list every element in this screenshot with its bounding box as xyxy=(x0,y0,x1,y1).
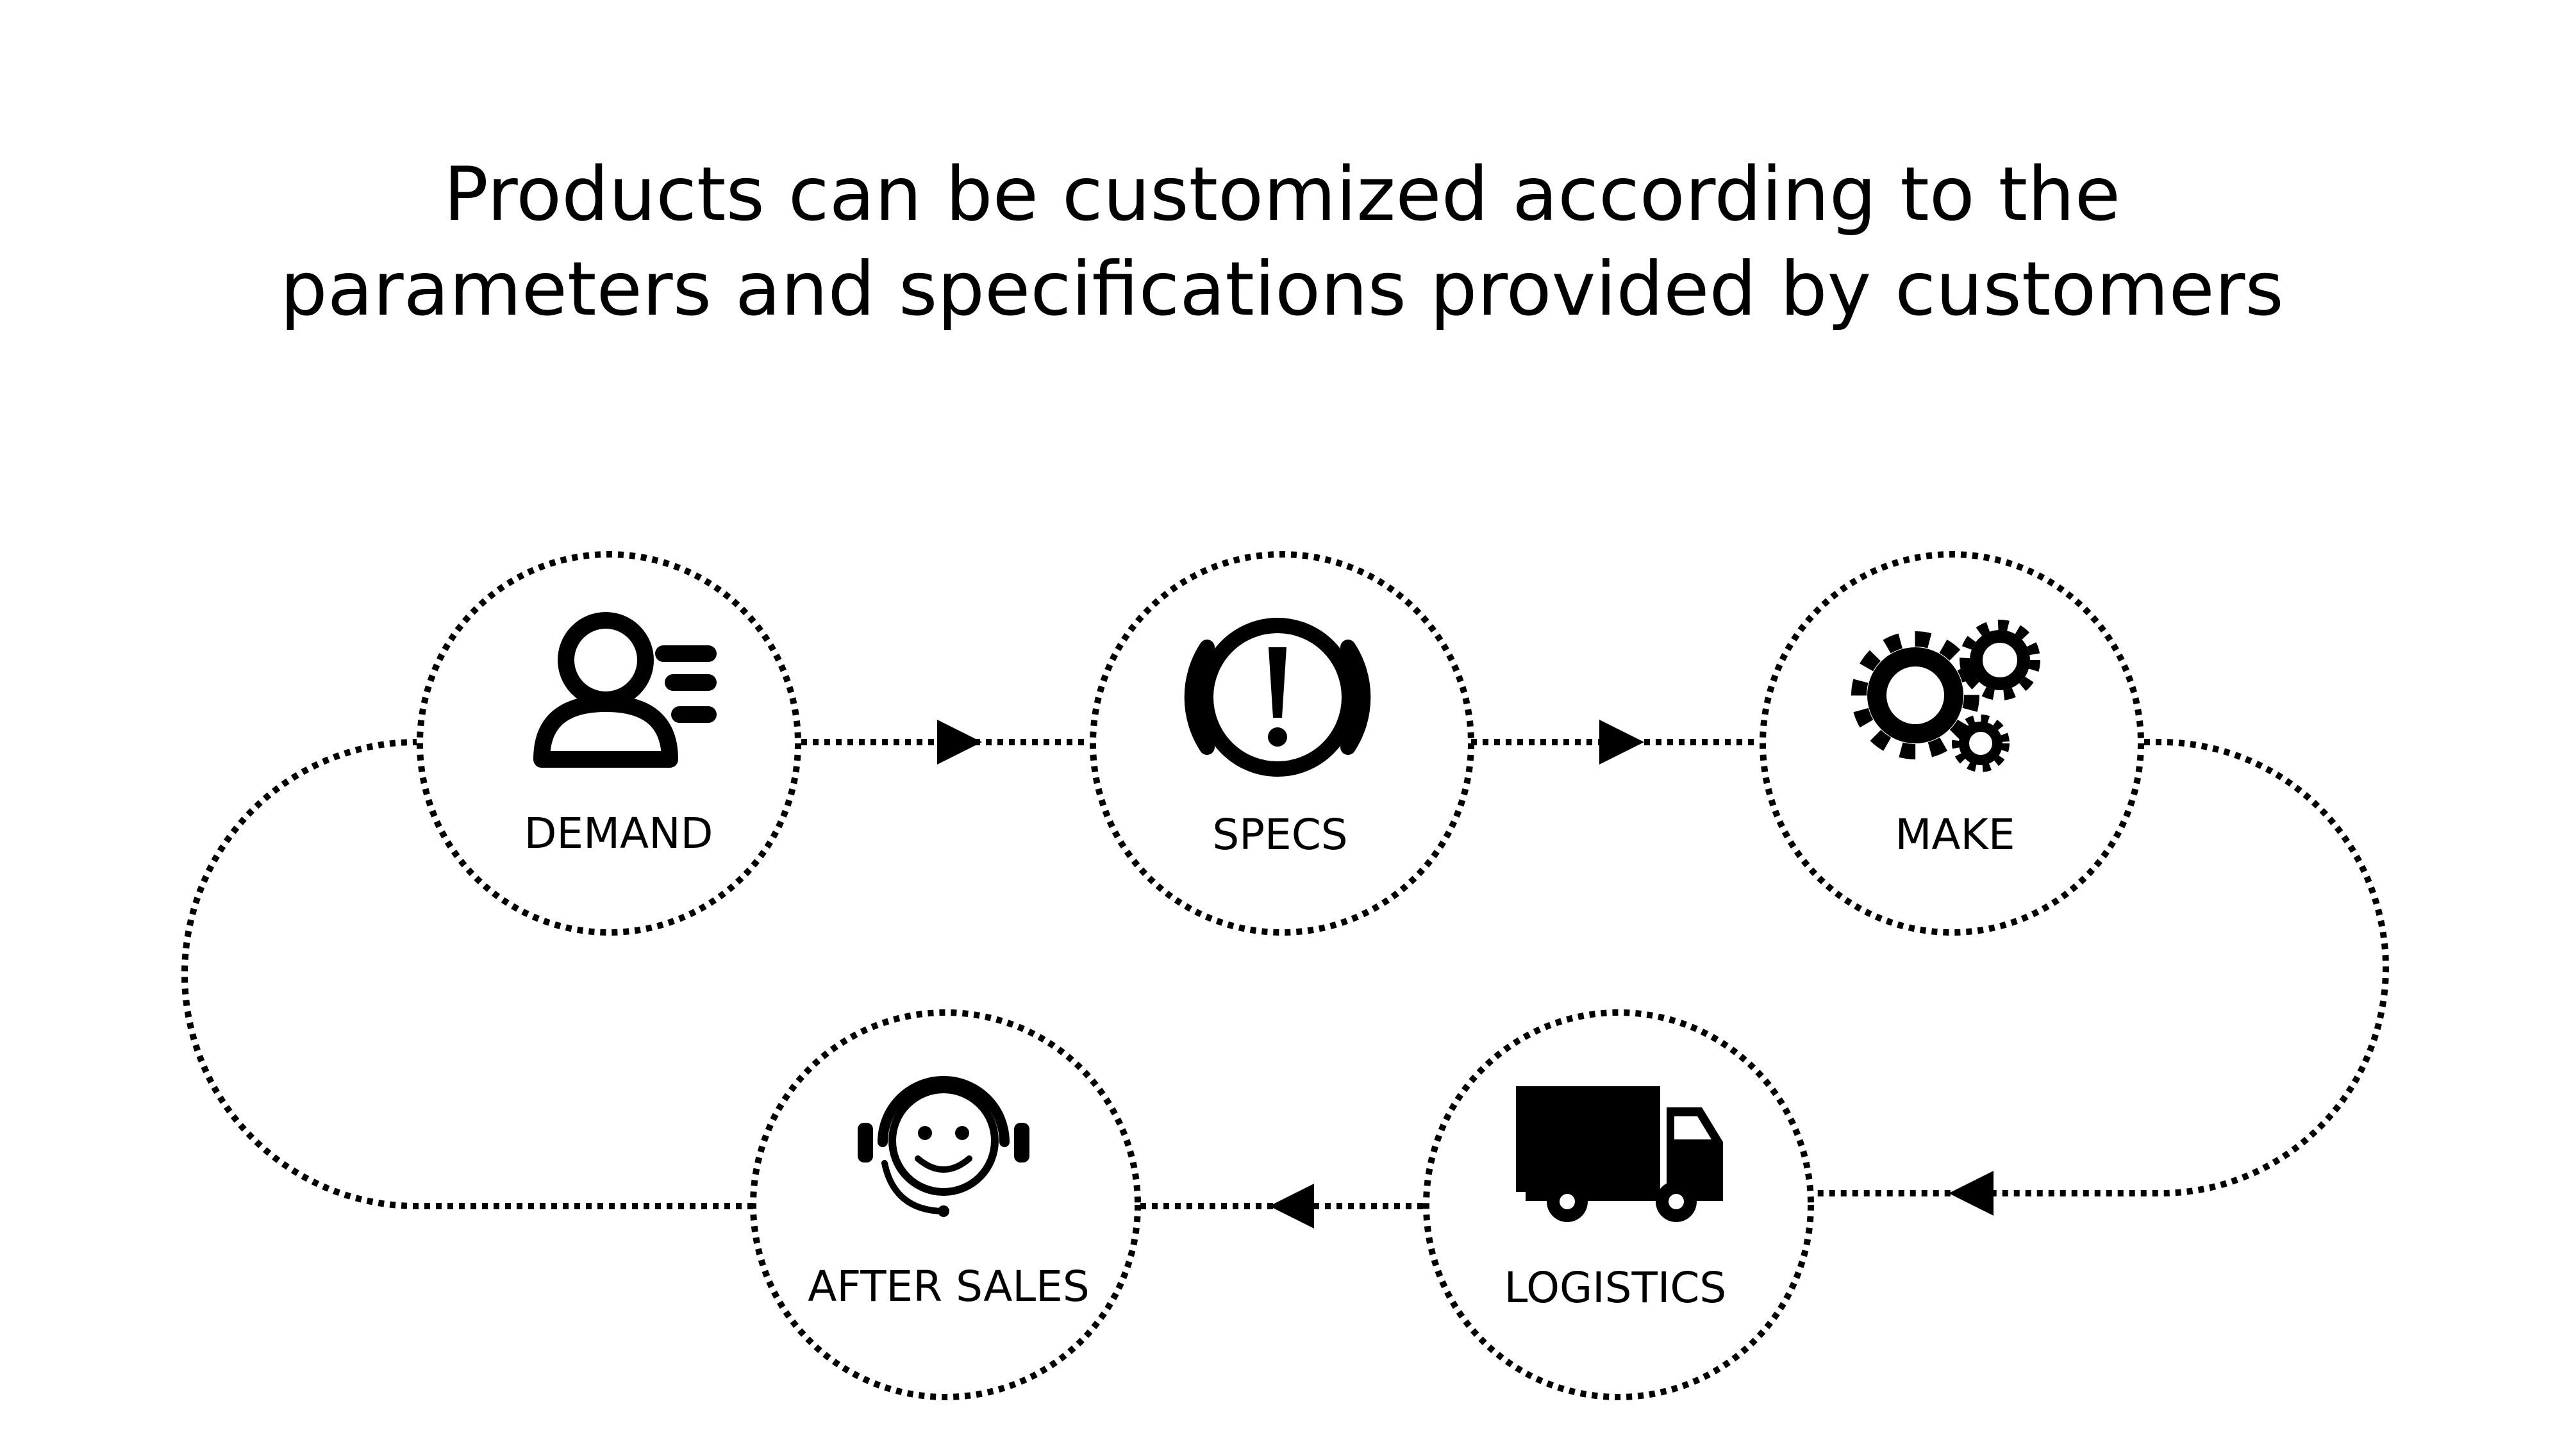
step-label-make: MAKE xyxy=(1895,810,2015,859)
person-list-icon xyxy=(533,612,717,768)
arrow-left-icon xyxy=(1269,1184,1314,1228)
title-line-1: Products can be customized according to … xyxy=(444,151,2120,238)
gears-icon xyxy=(1851,620,2040,772)
step-label-specs: SPECS xyxy=(1212,810,1347,859)
page-title: Products can be customized according to … xyxy=(0,147,2564,337)
step-label-demand: DEMAND xyxy=(524,809,713,858)
exclamation-circle-icon xyxy=(1184,618,1371,777)
node-logistics xyxy=(1423,1009,1814,1400)
arrow-right-icon xyxy=(1599,720,1644,765)
step-label-after-sales: AFTER SALES xyxy=(808,1262,1089,1311)
node-demand xyxy=(417,551,801,936)
truck-icon xyxy=(1516,1086,1723,1222)
title-line-2: parameters and specifications provided b… xyxy=(280,246,2284,333)
node-after-sales xyxy=(750,1009,1141,1400)
step-label-logistics: LOGISTICS xyxy=(1504,1263,1727,1312)
arrow-left-icon xyxy=(1949,1171,1994,1216)
arrow-right-icon xyxy=(937,720,982,765)
connector-aftersales-demand xyxy=(181,739,753,1209)
headset-smile-icon xyxy=(858,1076,1029,1217)
connector-make-logistics xyxy=(1814,739,2389,1196)
